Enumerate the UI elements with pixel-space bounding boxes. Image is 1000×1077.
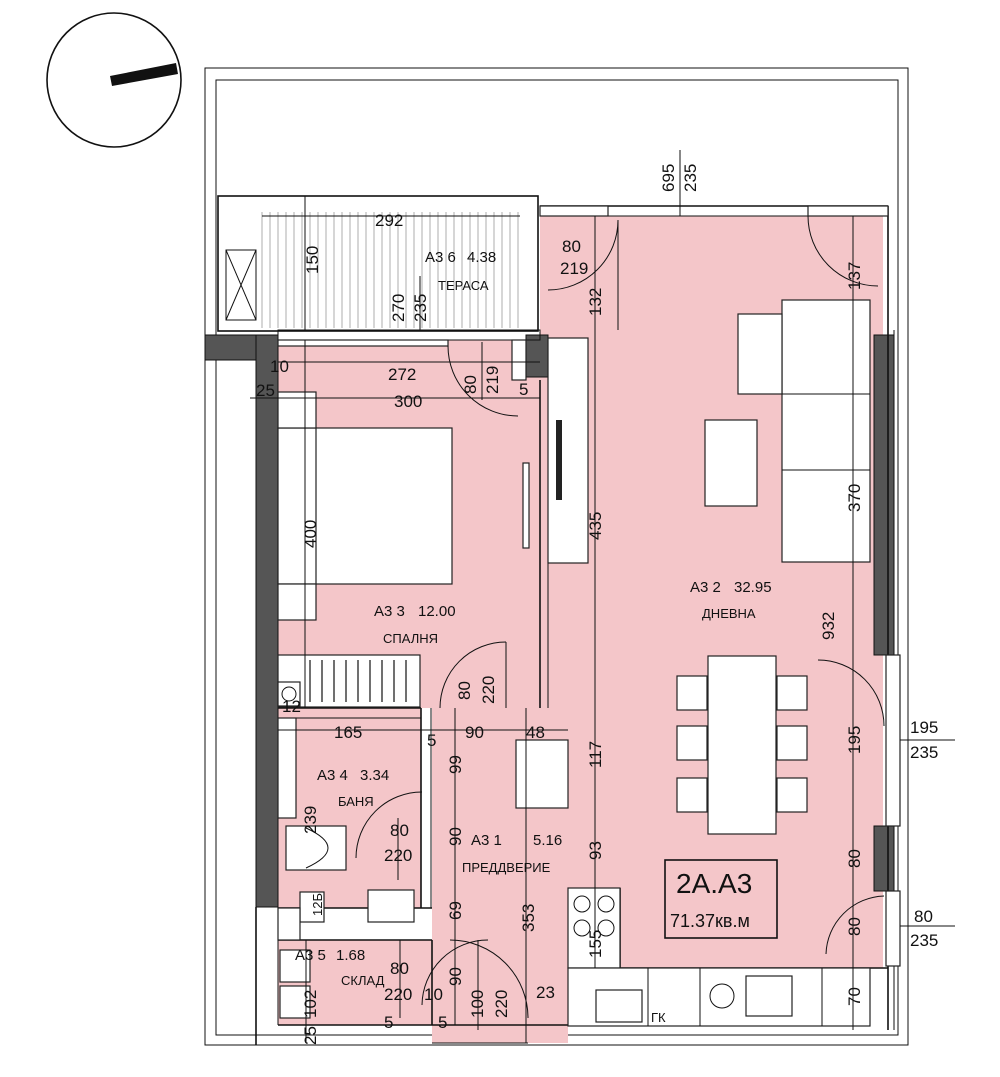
room-label-area: 3.34: [360, 767, 389, 784]
dim-label: 80: [914, 907, 933, 926]
dim-label: 90: [465, 723, 484, 742]
room-label-name: СКЛАД: [341, 973, 385, 988]
room-label-code: А3 6: [425, 249, 456, 266]
wardrobe-hangers: [309, 660, 407, 702]
dim-label: 80: [390, 959, 409, 978]
dim-label: 117: [586, 741, 605, 768]
dim-label: 300: [394, 392, 422, 411]
dim-label: 239: [301, 806, 320, 834]
dim-label: 80: [562, 237, 581, 256]
dim-label: 165: [334, 723, 362, 742]
dim-label: 5: [427, 731, 436, 750]
dim-label: 235: [681, 164, 700, 192]
shower-label: 12Б: [310, 893, 325, 916]
dim-label: 99: [446, 755, 465, 774]
dim-label: 137: [845, 262, 864, 290]
dim-label: 102: [301, 990, 320, 1018]
unit-badge: 2A.A3 71.37кв.м: [664, 859, 778, 939]
room-label-code: А3 2: [690, 579, 721, 596]
room-label-area: 5.16: [533, 832, 562, 849]
dim-label: 292: [375, 211, 403, 230]
dim-label: 23: [536, 983, 555, 1002]
dim-label: 220: [479, 676, 498, 704]
dim-label: 90: [446, 967, 465, 986]
room-label-code: А3 5: [295, 947, 326, 964]
dim-label: 932: [819, 612, 838, 640]
windows: [277, 205, 901, 967]
door-swings: [355, 215, 885, 1019]
room-labels: А3 6 4.38 ТЕРАСА А3 3 12.00 СПАЛНЯ А3 2 …: [295, 249, 772, 988]
furniture: [277, 299, 871, 1027]
room-label-code: А3 1: [471, 832, 502, 849]
dim-label: 220: [384, 985, 412, 1004]
terrace-deck-hatch: [261, 212, 519, 328]
dim-label: 400: [301, 520, 320, 548]
dim-label: 10: [424, 985, 443, 1004]
dim-label: 90: [446, 827, 465, 846]
dim-label: 219: [483, 366, 502, 394]
walls: [204, 205, 895, 1045]
dim-label: 80: [455, 681, 474, 700]
room-label-name: ДНЕВНА: [702, 606, 756, 621]
dim-label: 235: [910, 931, 938, 950]
dim-label: 219: [560, 259, 588, 278]
dim-label: 5: [384, 1013, 393, 1032]
dim-label: 100: [468, 990, 487, 1018]
dim-label: 195: [845, 726, 864, 754]
dim-label: 220: [384, 846, 412, 865]
room-label-area: 32.95: [734, 579, 772, 596]
boiler-label: ГК: [651, 1010, 666, 1025]
dim-label: 80: [845, 917, 864, 936]
room-label-code: А3 3: [374, 603, 405, 620]
dim-label: 150: [303, 246, 322, 274]
dim-label: 695: [659, 164, 678, 192]
dim-label: 220: [492, 990, 511, 1018]
dim-label: 12: [282, 697, 301, 716]
dimension-lines: [250, 150, 955, 1043]
dim-label: 93: [586, 841, 605, 860]
dim-label: 5: [519, 380, 528, 399]
dim-label: 48: [526, 723, 545, 742]
dim-label: 132: [586, 288, 605, 316]
dim-label: 80: [845, 849, 864, 868]
dim-label: 155: [586, 930, 605, 958]
dim-label: 235: [411, 294, 430, 322]
dim-label: 80: [461, 375, 480, 394]
dim-label: 353: [519, 904, 538, 932]
room-label-area: 4.38: [467, 249, 496, 266]
room-label-code: А3 4: [317, 767, 348, 784]
dim-label: 80: [390, 821, 409, 840]
room-label-area: 12.00: [418, 603, 456, 620]
dim-label: 69: [446, 901, 465, 920]
room-label-name: БАНЯ: [338, 794, 374, 809]
dim-label: 235: [910, 743, 938, 762]
dim-label: 25: [301, 1026, 320, 1045]
room-label-area: 1.68: [336, 947, 365, 964]
dim-label: 5: [438, 1013, 447, 1032]
dim-label: 370: [845, 484, 864, 512]
room-label-name: ПРЕДДВЕРИЕ: [462, 860, 551, 875]
dimension-labels: 292 80 219 10 272 5 25 300 12 165 5 90 4…: [256, 211, 938, 1032]
dim-label: 70: [845, 987, 864, 1006]
dim-label: 195: [910, 718, 938, 737]
dim-label: 10: [270, 357, 289, 376]
room-label-name: ТЕРАСА: [438, 278, 489, 293]
terrace: [217, 195, 539, 332]
dim-label: 435: [586, 512, 605, 540]
unit-area: 71.37кв.м: [670, 911, 750, 931]
north-compass: [46, 12, 182, 148]
dimension-labels-vertical: 150 270 235 695 235 132 137 80 219 400 4…: [301, 164, 864, 1045]
dim-label: 25: [256, 381, 275, 400]
room-label-name: СПАЛНЯ: [383, 631, 438, 646]
dim-label: 270: [389, 294, 408, 322]
dim-label: 272: [388, 365, 416, 384]
unit-code: 2A.A3: [676, 868, 752, 899]
